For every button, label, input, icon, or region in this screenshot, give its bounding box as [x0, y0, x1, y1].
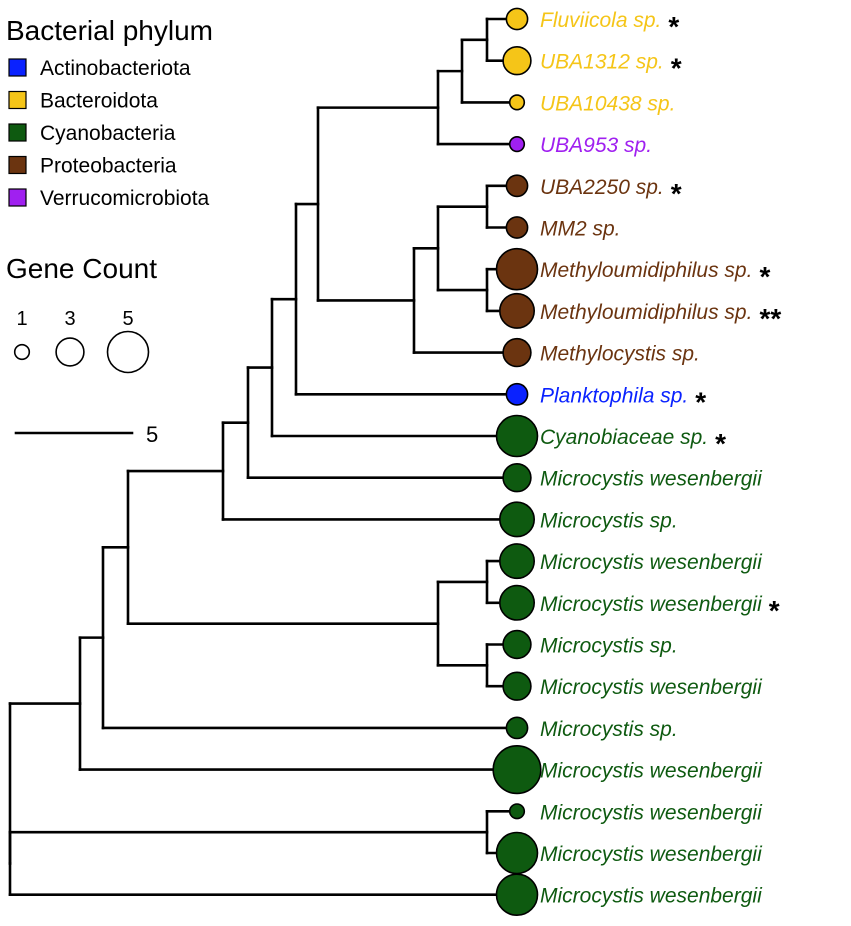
- tip-circle: [508, 803, 526, 820]
- tip-label: Microcystis wesenbergii: [540, 676, 763, 699]
- tip-label: Microcystis wesenbergii: [540, 843, 763, 866]
- tip-label: Microcystis sp.: [540, 718, 678, 741]
- tip-label: Methylocystis sp.: [540, 343, 700, 366]
- tip-circle: [498, 543, 535, 580]
- tip-label: Microcystis wesenbergii: [540, 468, 763, 491]
- tip-circle: [508, 136, 526, 153]
- size-circle-1: [13, 343, 31, 361]
- tip-asterisk: *: [769, 595, 780, 626]
- tip-label: Cyanobiaceae sp.: [540, 426, 708, 449]
- tip-circle: [502, 671, 532, 701]
- legend-label-proteo: Proteobacteria: [40, 155, 177, 178]
- tip-asterisk: *: [671, 178, 682, 209]
- tip-label: Microcystis wesenbergii: [540, 760, 763, 783]
- tree-tips: Fluviicola sp.*UBA1312 sp.*UBA10438 sp.U…: [492, 7, 781, 917]
- tip-circle: [505, 7, 529, 31]
- tip-circle: [505, 382, 529, 406]
- tip-asterisk: *: [715, 428, 726, 459]
- tip-asterisk: **: [759, 303, 781, 334]
- phylum-legend: Bacterial phylum ActinobacteriotaBactero…: [6, 15, 213, 210]
- tip-circle: [498, 584, 535, 621]
- tip-circle: [495, 247, 539, 291]
- tip-label: Methyloumidiphilus sp.: [540, 301, 752, 324]
- gene-count-legend: Gene Count 1 3 5: [6, 253, 157, 374]
- phylum-legend-title: Bacterial phylum: [6, 15, 213, 46]
- tip-label: UBA953 sp.: [540, 134, 652, 157]
- tip-circle: [492, 744, 542, 795]
- scale-bar: 5: [14, 422, 158, 447]
- tip-asterisk: *: [759, 261, 770, 292]
- size-circle-5: [106, 330, 150, 374]
- tip-asterisk: *: [695, 386, 706, 417]
- gene-count-legend-title: Gene Count: [6, 253, 157, 284]
- legend-label-bacteroid: Bacteroidota: [40, 90, 158, 113]
- tip-circle: [508, 94, 526, 111]
- legend-swatch-cyano: [8, 123, 27, 142]
- tip-label: MM2 sp.: [540, 218, 621, 241]
- legend-label-cyano: Cyanobacteria: [40, 122, 176, 145]
- tip-label: Microcystis sp.: [540, 509, 678, 532]
- size-label-1: 1: [16, 308, 27, 330]
- tip-circle: [502, 463, 532, 493]
- tip-circle: [495, 873, 539, 917]
- tip-label: UBA2250 sp.: [540, 176, 664, 199]
- tip-circle: [502, 46, 532, 76]
- tip-circle: [495, 414, 539, 458]
- tip-label: Fluviicola sp.: [540, 9, 661, 32]
- tip-asterisk: *: [668, 11, 679, 42]
- size-label-5: 5: [122, 308, 133, 330]
- tip-label: Planktophila sp.: [540, 384, 688, 407]
- tip-label: Microcystis wesenbergii: [540, 551, 763, 574]
- tip-label: Methyloumidiphilus sp.: [540, 259, 752, 282]
- tip-circle: [498, 501, 535, 538]
- tip-label: UBA1312 sp.: [540, 51, 664, 74]
- size-circle-3: [55, 337, 85, 367]
- tip-circle: [505, 174, 529, 198]
- tip-circle: [505, 216, 529, 239]
- legend-swatch-proteo: [8, 155, 27, 175]
- tip-asterisk: *: [671, 53, 682, 84]
- tip-circle: [502, 337, 532, 368]
- tip-label: Microcystis sp.: [540, 635, 678, 658]
- legend-swatch-bacteroid: [8, 90, 27, 110]
- tip-circle: [498, 292, 535, 329]
- tip-circle: [495, 831, 539, 875]
- tip-label: Microcystis wesenbergii: [540, 593, 763, 616]
- tip-label: Microcystis wesenbergii: [540, 801, 763, 824]
- tip-label: Microcystis wesenbergii: [540, 885, 763, 908]
- tree-branches: [8, 17, 519, 897]
- scale-bar-label: 5: [146, 422, 158, 447]
- legend-swatch-verruco: [8, 188, 27, 207]
- tip-label: UBA10438 sp.: [540, 92, 675, 115]
- legend-label-verruco: Verrucomicrobiota: [40, 187, 210, 210]
- tip-circle: [505, 716, 529, 740]
- legend-label-actino: Actinobacteriota: [40, 57, 191, 80]
- legend-swatch-actino: [8, 58, 27, 77]
- tip-circle: [502, 629, 532, 660]
- size-label-3: 3: [64, 308, 75, 330]
